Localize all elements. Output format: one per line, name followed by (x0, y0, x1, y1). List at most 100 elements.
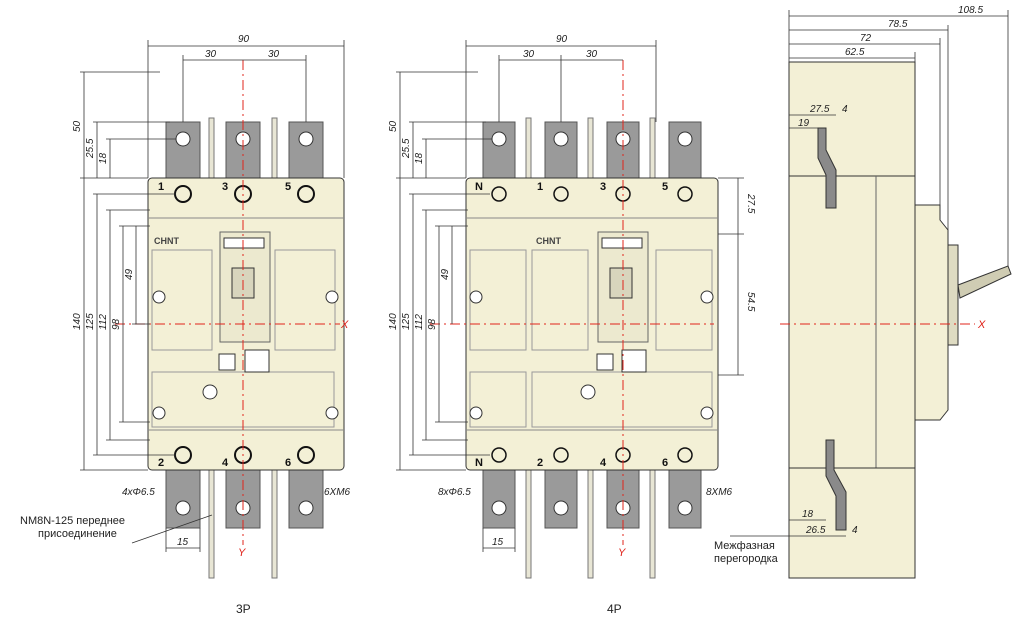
dim-26: 26.5 (805, 525, 826, 536)
dim-h18: 18 (98, 152, 109, 164)
terminal-label: 4 (222, 457, 229, 469)
dim-h112: 112 (98, 314, 109, 330)
dim-width: 90 (556, 34, 568, 45)
dim-w15: 15 (177, 537, 189, 548)
axis-x-label: X (340, 319, 349, 331)
cover-panel (469, 371, 527, 428)
toggle-handle (957, 265, 1012, 299)
caption-4p: 4P (607, 602, 622, 616)
terminal-screw (174, 446, 192, 464)
terminal-screw (491, 186, 507, 202)
dim-h25: 25.5 (85, 138, 96, 159)
busbar-top-5 (668, 121, 702, 185)
terminal-label: 3 (222, 181, 228, 193)
busbar-hole (298, 131, 314, 147)
busbar-top-5 (288, 121, 324, 185)
busbar-hole (175, 131, 191, 147)
dim-72: 72 (860, 33, 872, 44)
cover-panel (469, 249, 527, 351)
dim-4-top: 4 (842, 104, 848, 115)
terminal-screw (677, 186, 693, 202)
busbar-bottom-6 (668, 469, 702, 529)
terminal-label: 1 (537, 181, 543, 193)
accessory-window (218, 353, 236, 371)
dimension-lines-3p (80, 40, 345, 552)
dim-pitch-left: 30 (205, 49, 217, 60)
dimension-lines-4p (396, 40, 744, 552)
terminal-label: N (475, 457, 483, 469)
busbar-hole (553, 131, 569, 147)
terminal-screw (553, 447, 569, 463)
side-busbar-bottom (825, 439, 847, 531)
dim-h140: 140 (388, 313, 399, 330)
busbar-top-1 (544, 121, 578, 185)
dim-pitch-right: 30 (268, 49, 280, 60)
mount-hole (152, 290, 166, 304)
busbar-hole (175, 500, 191, 516)
side-busbar-top (817, 127, 837, 209)
terminal-label: 6 (662, 457, 668, 469)
brand-label: CHNT (154, 236, 179, 246)
rating-plate (223, 237, 265, 249)
terminal-screw (677, 447, 693, 463)
busbar-hole (491, 500, 507, 516)
note-front-line2: присоединение (38, 528, 117, 540)
cover-panel (531, 249, 589, 351)
adjust-screw-icon (580, 384, 596, 400)
dim-h49: 49 (124, 268, 135, 280)
busbar-bottom-4 (225, 469, 261, 529)
dim-w15: 15 (492, 537, 504, 548)
mount-hole (152, 406, 166, 420)
dim-h125: 125 (401, 313, 412, 330)
terminal-screw (491, 447, 507, 463)
busbar-top-n (482, 121, 516, 185)
dim-h50: 50 (388, 120, 399, 132)
terminal-label: 5 (285, 181, 291, 193)
dim-h18: 18 (414, 152, 425, 164)
note-barrier-line2: перегородка (714, 553, 779, 565)
dim-bolt: 8XM6 (706, 487, 733, 498)
terminal-screw (174, 185, 192, 203)
mount-hole (469, 406, 483, 420)
cover-panel (151, 249, 213, 351)
barrier-bottom (788, 467, 916, 579)
dim-hole: 4xΦ6.5 (122, 487, 155, 498)
dim-h50: 50 (72, 120, 83, 132)
dim-bolt: 6XM6 (324, 487, 351, 498)
dim-62: 62.5 (845, 47, 865, 58)
dimension-lines-side (730, 10, 1009, 537)
view-side: X 108.5 78.5 72 62.5 27.5 4 19 18 26.5 4… (714, 5, 1012, 579)
terminal-label: 2 (537, 457, 543, 469)
busbar-bottom-2 (165, 469, 201, 529)
brand-label: CHNT (536, 236, 561, 246)
dim-hole: 8xΦ6.5 (438, 487, 471, 498)
dim-27-top: 27.5 (809, 104, 830, 115)
terminal-label: N (475, 181, 483, 193)
dim-78: 78.5 (888, 19, 908, 30)
axis-y-label: Y (618, 547, 626, 559)
side-body (788, 175, 916, 469)
busbar-bottom-4 (606, 469, 640, 529)
dim-pitch-left: 30 (523, 49, 535, 60)
note-front-line1: NM8N-125 переднее (20, 515, 125, 527)
terminal-screw (297, 446, 315, 464)
busbar-top-1 (165, 121, 201, 185)
note-barrier-line1: Межфазная (714, 540, 775, 552)
terminal-label: 6 (285, 457, 291, 469)
terminal-label: 3 (600, 181, 606, 193)
accessory-window (596, 353, 614, 371)
adjust-screw-icon (202, 384, 218, 400)
terminal-label: 2 (158, 457, 164, 469)
dim-108: 108.5 (958, 5, 983, 16)
busbar-hole (298, 500, 314, 516)
handle (609, 267, 633, 299)
rating-plate (601, 237, 643, 249)
leader-line (131, 514, 213, 544)
dim-h98: 98 (427, 318, 438, 330)
dim-19: 19 (798, 118, 810, 129)
mount-hole (700, 406, 714, 420)
dim-h27: 27.5 (745, 193, 756, 214)
busbar-hole (491, 131, 507, 147)
busbar-bottom-6 (288, 469, 324, 529)
